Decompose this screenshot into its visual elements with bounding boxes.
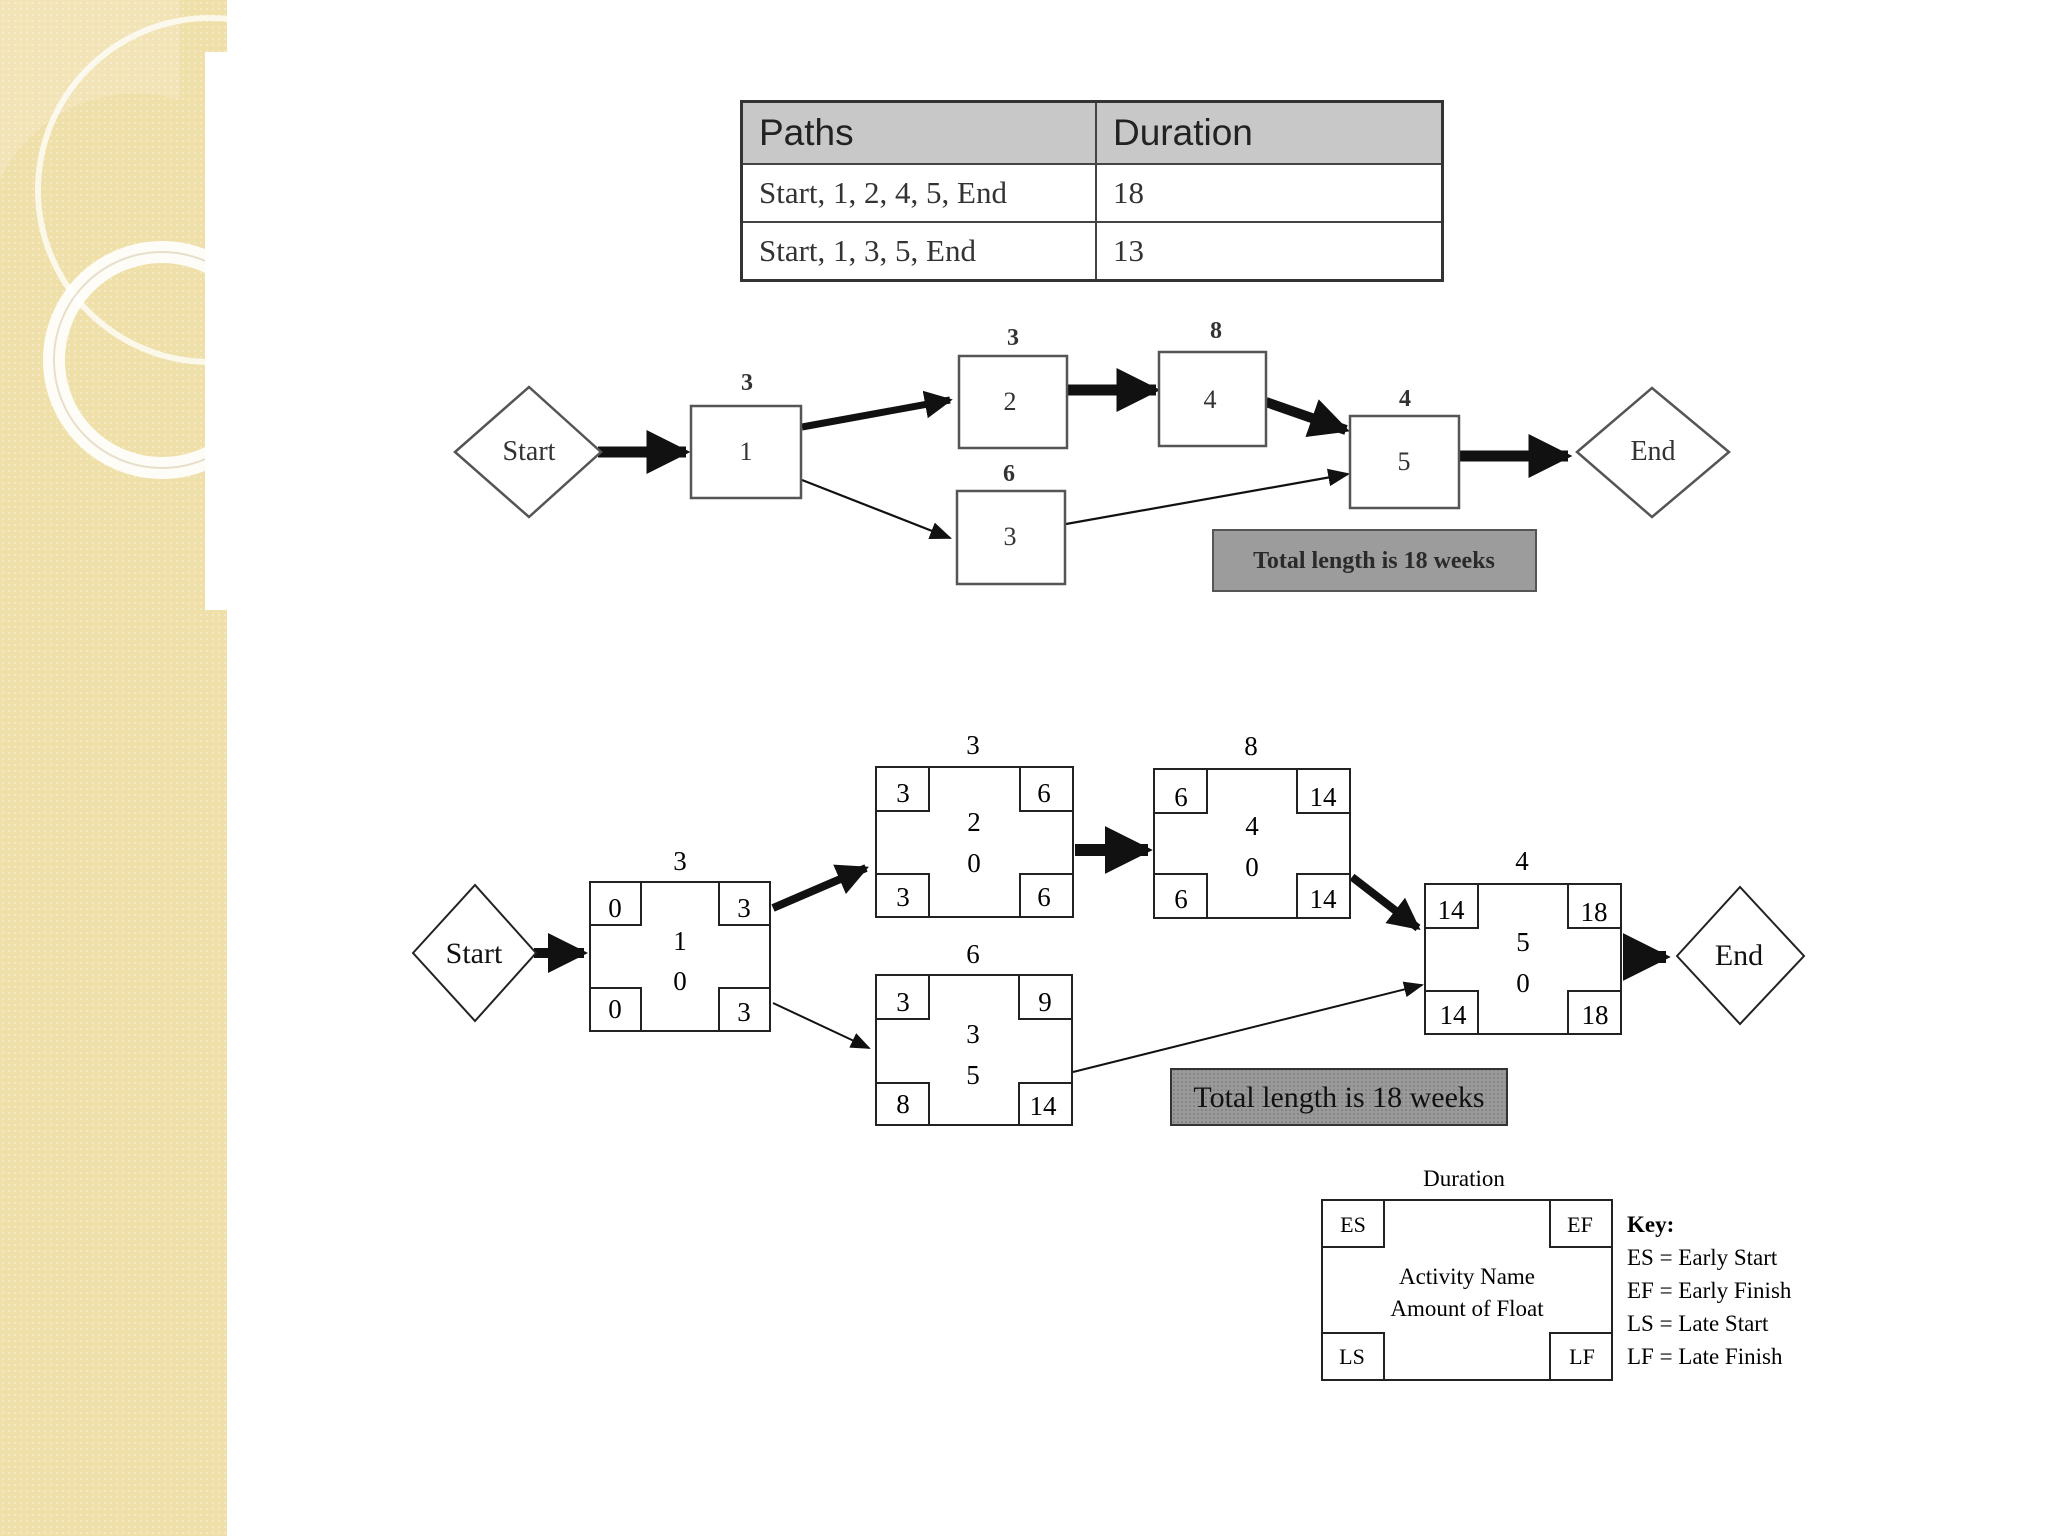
arrows-1 (598, 368, 1573, 540)
table-row: Start, 1, 2, 4, 5, End 18 (740, 163, 1444, 223)
activity-name: 1 (673, 926, 687, 956)
late-finish: 14 (1030, 1091, 1058, 1121)
legend-amount-of-float: Amount of Float (1390, 1296, 1544, 1321)
activity-float: 0 (1516, 968, 1530, 998)
diagram1: Start End 1 3 2 3 4 8 3 6 5 4 Total leng… (453, 318, 1731, 592)
activity-box-1 (689, 404, 803, 500)
paths-table: Paths Duration Start, 1, 2, 4, 5, End 18… (740, 100, 1444, 282)
legend-lf: LF (1569, 1344, 1595, 1369)
late-start: 3 (896, 882, 910, 912)
activity-node-1: 0 3 0 3 1 0 3 (589, 846, 771, 1032)
activity-node-3: 3 9 8 14 3 5 6 (875, 939, 1073, 1126)
legend-key-item: LF = Late Finish (1627, 1344, 1783, 1369)
activity-box-5 (1348, 414, 1461, 510)
legend-es: ES (1340, 1212, 1366, 1237)
activity-float: 0 (1245, 852, 1259, 882)
activity-name: 2 (967, 807, 981, 837)
activity-name: 4 (1204, 385, 1217, 414)
early-start: 3 (896, 778, 910, 808)
total-length-label-2: Total length is 18 weeks (1193, 1081, 1484, 1114)
end-label-1: End (1630, 436, 1675, 467)
start-node-1 (453, 385, 603, 519)
table-cell-path: Start, 1, 3, 5, End (740, 221, 1097, 282)
activity-name: 3 (966, 1019, 980, 1049)
header-paths: Paths (740, 100, 1097, 165)
table-row: Start, 1, 3, 5, End 13 (740, 221, 1444, 282)
activity-duration: 3 (741, 370, 753, 396)
late-finish: 3 (737, 997, 751, 1027)
legend-ls: LS (1339, 1344, 1365, 1369)
activity-duration: 6 (966, 939, 980, 969)
legend: Duration ES EF LS LF Activity Name Amoun… (1321, 1166, 1792, 1381)
early-start: 3 (896, 987, 910, 1017)
legend-activity-name: Activity Name (1399, 1264, 1535, 1289)
table-cell-path: Start, 1, 2, 4, 5, End (740, 163, 1097, 223)
late-start: 0 (608, 994, 622, 1024)
activity-box-4 (1157, 350, 1268, 448)
legend-ef: EF (1567, 1212, 1593, 1237)
activity-name: 4 (1245, 811, 1259, 841)
activity-duration: 3 (966, 730, 980, 760)
early-finish: 9 (1038, 987, 1052, 1017)
diagram2: Start End 0 3 0 3 1 0 3 3 6 3 (411, 730, 1806, 1126)
start-label-2: Start (446, 937, 503, 970)
late-start: 6 (1174, 884, 1188, 914)
late-start: 8 (896, 1089, 910, 1119)
legend-key-item: LS = Late Start (1627, 1311, 1769, 1336)
activity-node-5: 14 18 14 18 5 0 4 (1424, 846, 1622, 1035)
early-start: 14 (1438, 895, 1466, 925)
start-label-1: Start (503, 436, 556, 467)
activity-float: 5 (966, 1060, 980, 1090)
arrows-2 (534, 826, 1671, 1073)
activity-name: 2 (1004, 387, 1017, 416)
activity-name: 5 (1516, 927, 1530, 957)
late-start: 14 (1440, 1000, 1468, 1030)
header-duration: Duration (1095, 100, 1444, 165)
activity-duration: 6 (1003, 461, 1015, 487)
activity-name: 5 (1398, 447, 1411, 476)
early-start: 6 (1174, 782, 1188, 812)
activity-duration: 8 (1210, 318, 1222, 344)
early-finish: 3 (737, 893, 751, 923)
late-finish: 14 (1310, 884, 1338, 914)
table-cell-duration: 18 (1095, 163, 1444, 223)
late-finish: 18 (1582, 1000, 1609, 1030)
activity-node-2: 3 6 3 6 2 0 3 (875, 730, 1074, 918)
activity-box-3 (955, 489, 1067, 586)
table-cell-duration: 13 (1095, 221, 1444, 282)
legend-key-item: EF = Early Finish (1627, 1278, 1792, 1303)
activity-duration: 4 (1399, 386, 1411, 412)
early-finish: 6 (1037, 778, 1051, 808)
early-finish: 18 (1581, 897, 1608, 927)
late-finish: 6 (1037, 882, 1051, 912)
early-start: 0 (608, 893, 622, 923)
legend-duration-label: Duration (1423, 1166, 1505, 1191)
total-length-badge-2 (1170, 1068, 1508, 1126)
activity-duration: 3 (673, 846, 687, 876)
early-finish: 14 (1310, 782, 1338, 812)
end-node-2 (1675, 885, 1806, 1026)
legend-key-item: ES = Early Start (1627, 1245, 1778, 1270)
start-node-2 (411, 883, 538, 1023)
activity-box-2 (957, 354, 1069, 450)
legend-key-title: Key: (1627, 1212, 1674, 1237)
activity-float: 0 (673, 966, 687, 996)
activity-name: 1 (740, 437, 753, 466)
activity-duration: 4 (1515, 846, 1529, 876)
activity-duration: 8 (1244, 731, 1258, 761)
table-header-row: Paths Duration (740, 100, 1444, 165)
end-node-1 (1575, 386, 1731, 519)
activity-duration: 3 (1007, 325, 1019, 351)
end-label-2: End (1715, 939, 1763, 972)
activity-name: 3 (1004, 522, 1017, 551)
activity-node-4: 6 14 6 14 4 0 8 (1153, 731, 1351, 919)
total-length-badge-1 (1212, 529, 1537, 592)
total-length-label-1: Total length is 18 weeks (1253, 548, 1495, 574)
activity-float: 0 (967, 848, 981, 878)
